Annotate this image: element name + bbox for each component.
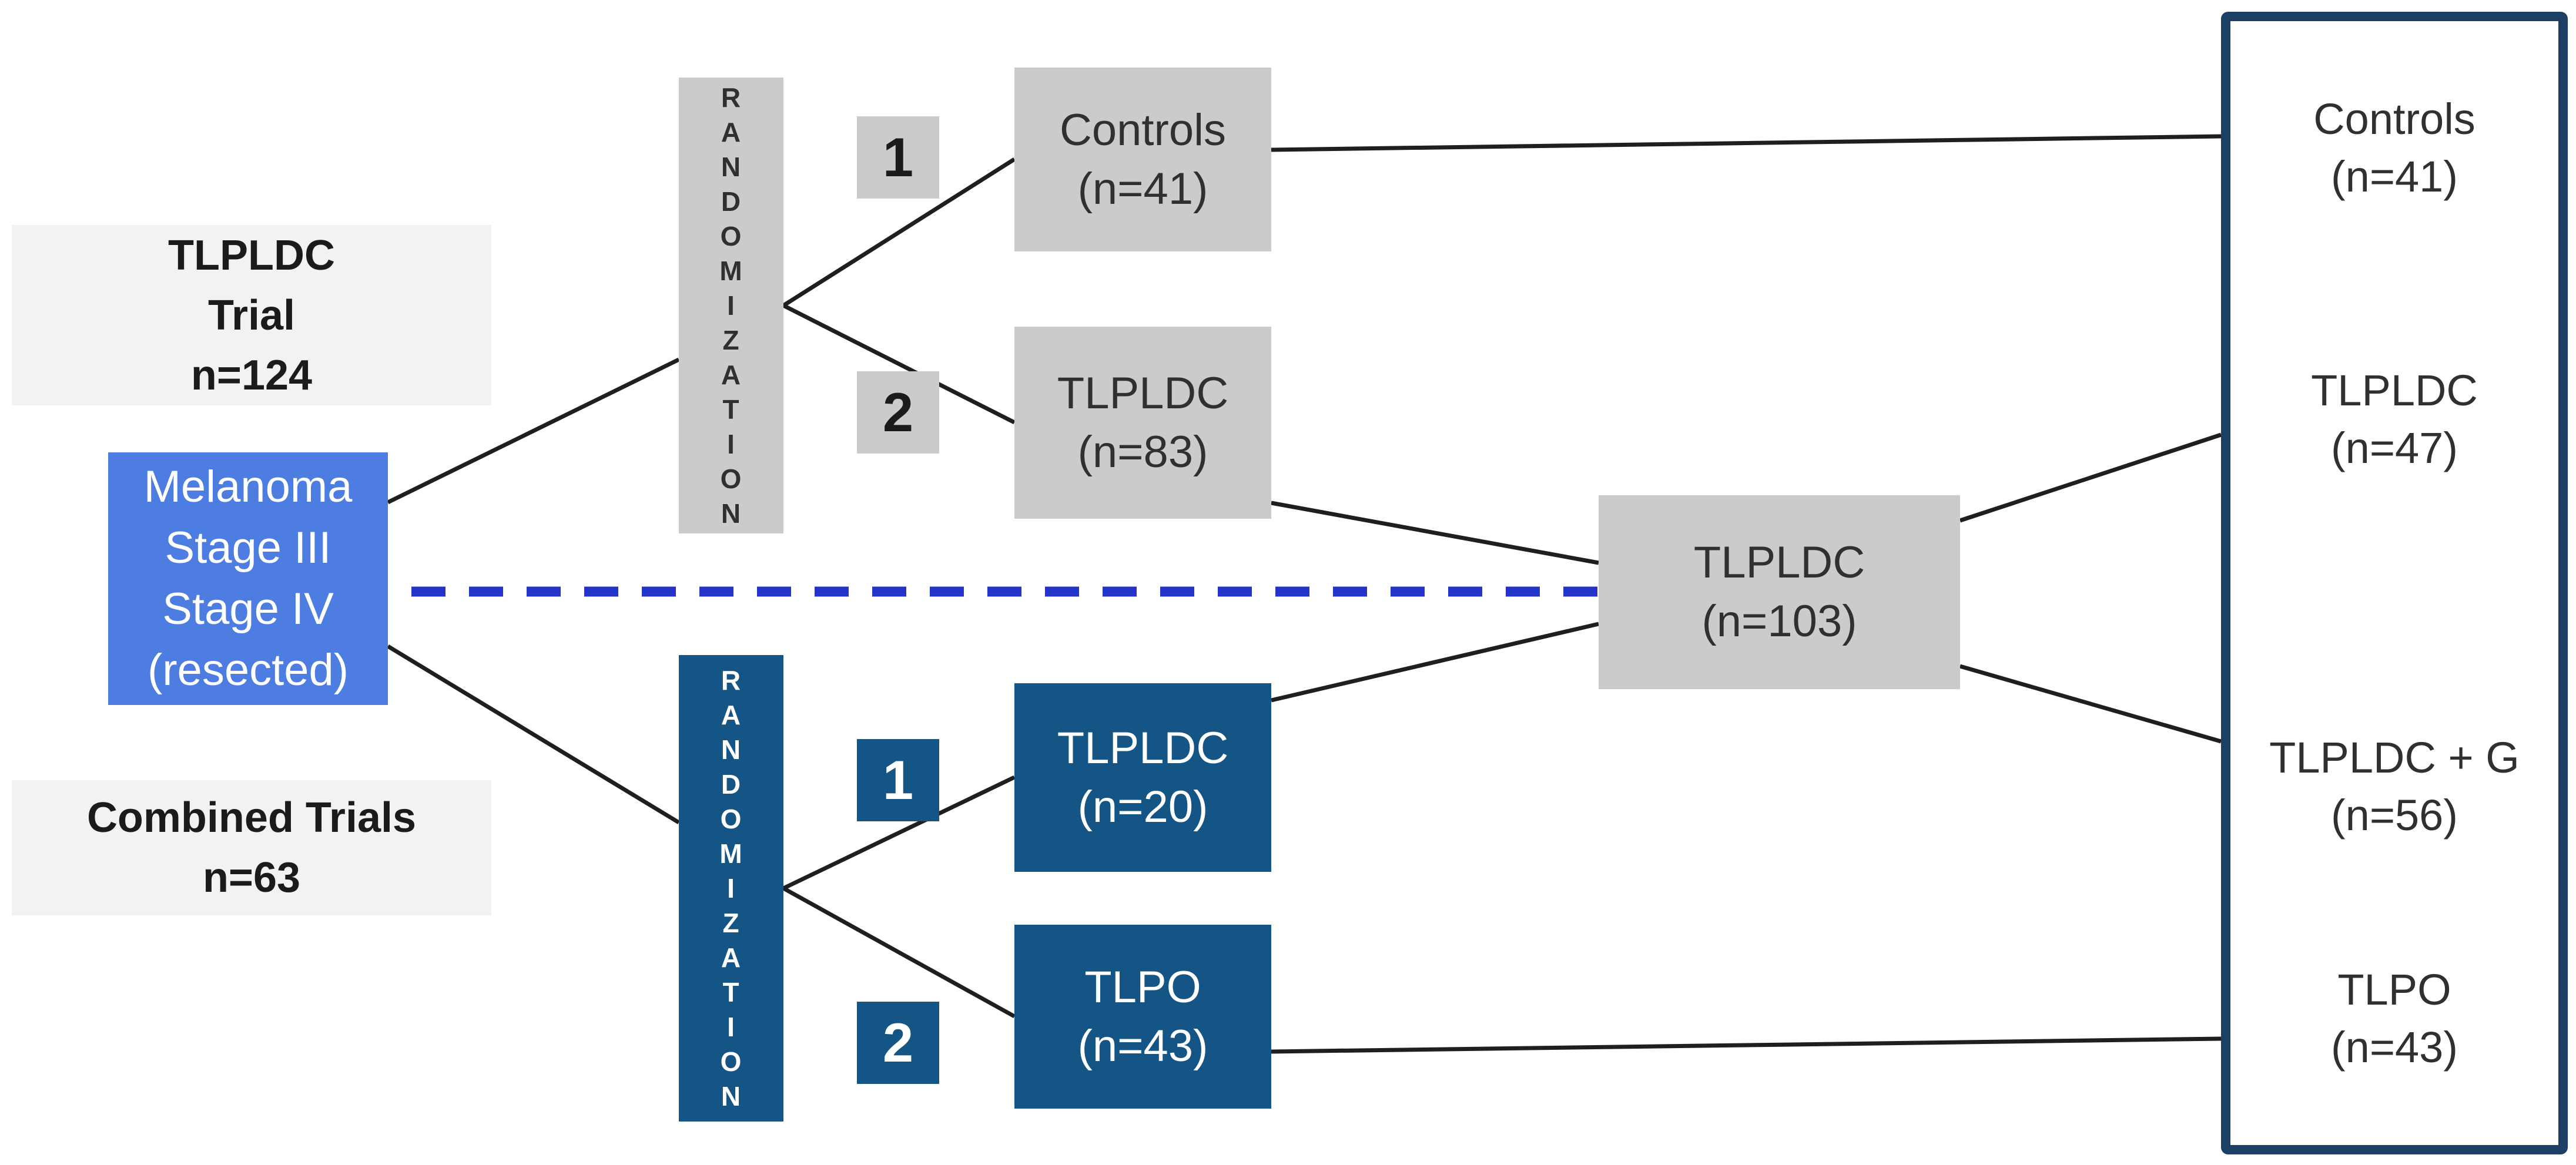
controls-n41-box: Controls (n=41)	[1014, 68, 1271, 251]
final-groups-panel: Controls (n=41) TLPLDC (n=47) TLPLDC + G…	[2221, 12, 2568, 1154]
final-group-controls: Controls (n=41)	[2230, 90, 2558, 206]
tlpldc-n83-line: TLPLDC	[1057, 368, 1229, 418]
melanoma-population-box: Melanoma Stage III Stage IV (resected)	[108, 452, 388, 705]
final-group-tlpldc-g-line: (n=56)	[2331, 791, 2458, 840]
tlpldc-n83-line: (n=83)	[1077, 427, 1208, 477]
connector-population-to-top-randomization	[387, 357, 680, 505]
combined-trials-label: Combined Trials n=63	[12, 780, 491, 915]
tlpldc-n83-box: TLPLDC (n=83)	[1014, 327, 1271, 519]
top-arm-2-badge: 2	[857, 371, 939, 454]
connector-bottom-randomization-to-tlpo	[782, 886, 1016, 1019]
final-group-tlpldc-g-line: TLPLDC + G	[2269, 733, 2520, 782]
tlpldc-n103-line: (n=103)	[1701, 596, 1857, 646]
top-arm-1-number: 1	[882, 126, 914, 188]
combined-trials-label-line: n=63	[202, 854, 301, 901]
connector-population-to-bottom-randomization	[387, 644, 680, 824]
combined-trials-label-line: Combined Trials	[86, 794, 417, 841]
top-arm-2-number: 2	[882, 381, 914, 443]
connector-tlpldc20-to-pooled	[1271, 622, 1599, 703]
top-arm-1-badge: 1	[857, 116, 939, 199]
final-group-controls-line: Controls	[2313, 95, 2475, 143]
final-group-tlpo: TLPO (n=43)	[2230, 961, 2558, 1076]
connector-bottom-randomization-to-tlpldc20	[782, 775, 1016, 891]
tlpo-n43-line: (n=43)	[1077, 1020, 1208, 1071]
tlpldc-trial-label: TLPLDC Trial n=124	[12, 225, 491, 405]
population-box-line: Melanoma	[143, 462, 353, 512]
connector-controls-to-final-panel	[1271, 134, 2222, 152]
connector-top-randomization-to-controls	[782, 157, 1016, 307]
connector-top-randomization-to-tlpldc83	[782, 303, 1016, 425]
tlpldc-n20-line: (n=20)	[1077, 781, 1208, 832]
tlpldc-trial-label-line: Trial	[207, 291, 296, 339]
population-box-line: Stage III	[165, 523, 331, 573]
bottom-arm-2-number: 2	[882, 1012, 914, 1073]
bottom-arm-1-badge: 1	[857, 739, 939, 821]
connector-pooled-to-tlpldc47	[1959, 432, 2222, 523]
tlpldc-trial-label-line: TLPLDC	[168, 231, 335, 279]
controls-n41-line: (n=41)	[1077, 163, 1208, 214]
final-group-tlpo-line: TLPO	[2337, 965, 2451, 1014]
connector-tlpo-to-final-panel	[1271, 1036, 2222, 1054]
connector-tlpldc83-to-pooled	[1271, 501, 1599, 565]
tlpo-n43-line: TLPO	[1084, 962, 1201, 1012]
bottom-arm-2-badge: 2	[857, 1002, 939, 1084]
population-box-line: (resected)	[147, 645, 349, 695]
tlpldc-n103-line: TLPLDC	[1693, 538, 1865, 587]
final-group-tlpo-line: (n=43)	[2331, 1023, 2458, 1072]
tlpldc-n20-line: TLPLDC	[1057, 723, 1229, 773]
final-group-tlpldc-line: (n=47)	[2331, 424, 2458, 472]
population-box-line: Stage IV	[162, 584, 334, 634]
final-group-tlpldc: TLPLDC (n=47)	[2230, 362, 2558, 477]
tlpldc-n103-pooled-box: TLPLDC (n=103)	[1599, 495, 1960, 689]
controls-n41-line: Controls	[1060, 105, 1226, 155]
tlpldc-trial-label-line: n=124	[190, 351, 313, 399]
connector-pooled-to-tlpldc-g56	[1959, 664, 2222, 744]
tlpo-n43-box: TLPO (n=43)	[1014, 925, 1271, 1109]
final-group-tlpldc-line: TLPLDC	[2311, 366, 2478, 415]
final-group-controls-line: (n=41)	[2331, 152, 2458, 201]
bottom-arm-1-number: 1	[882, 749, 914, 811]
tlpldc-n20-box: TLPLDC (n=20)	[1014, 683, 1271, 872]
final-group-tlpldc-g: TLPLDC + G (n=56)	[2230, 729, 2558, 844]
